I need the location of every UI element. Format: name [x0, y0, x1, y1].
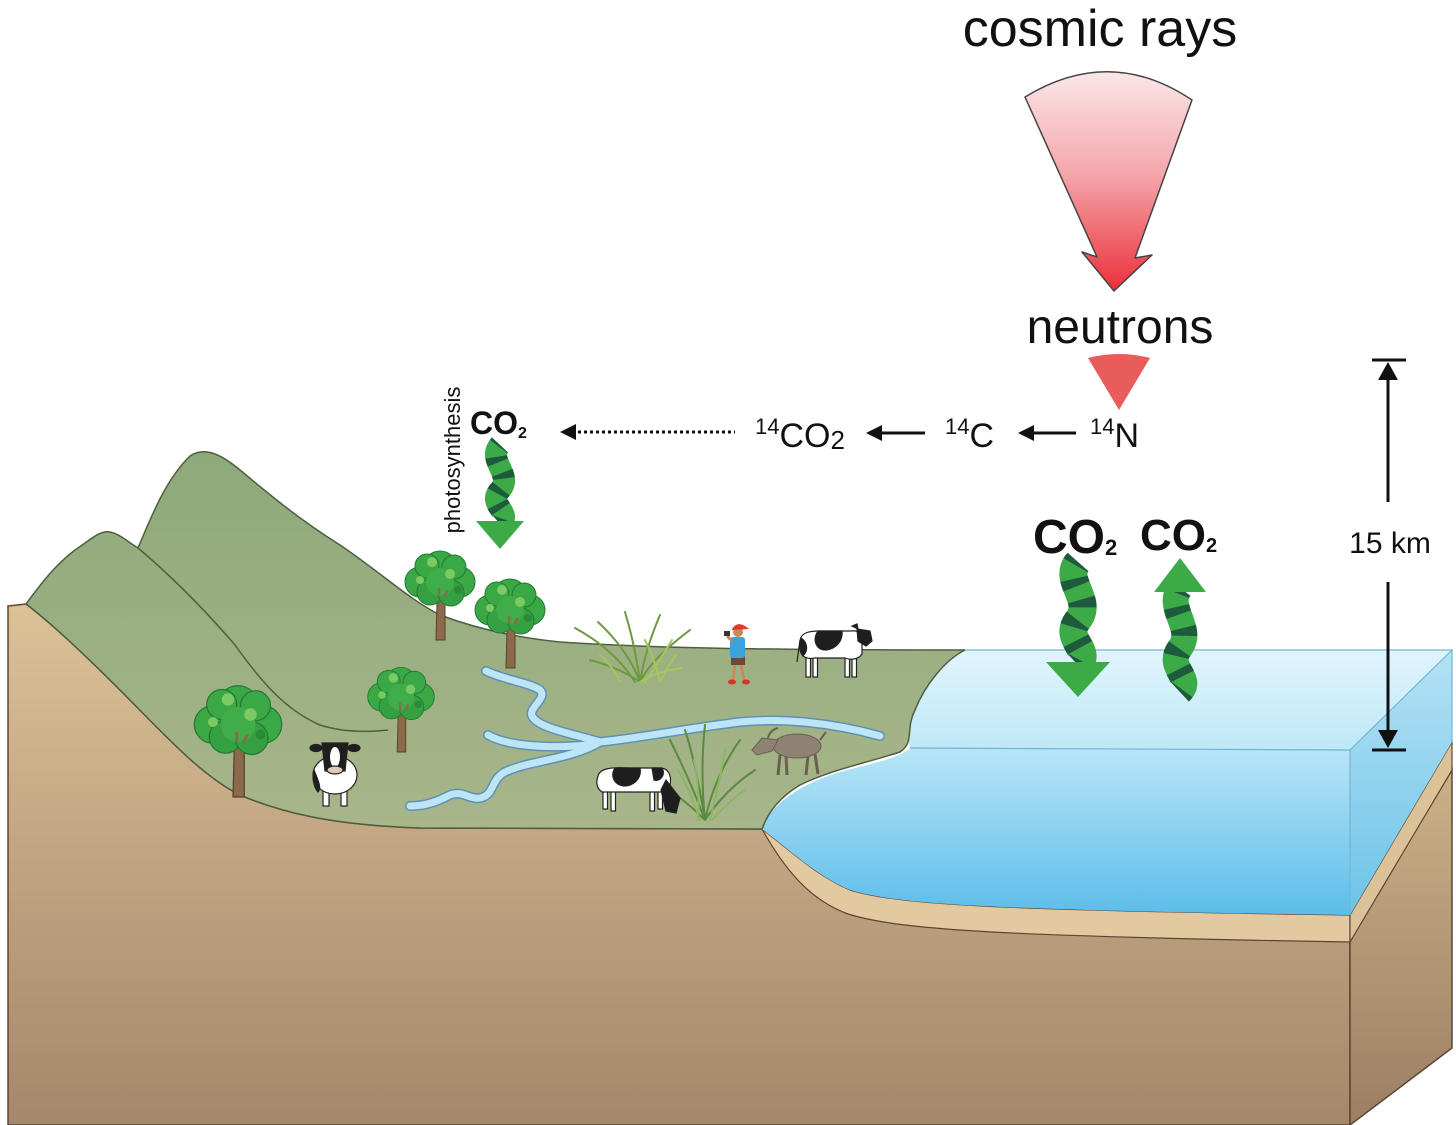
cow-face-blaze — [330, 747, 340, 767]
co2-ocean-release-label: CO2 — [1140, 511, 1217, 560]
cow — [796, 623, 873, 678]
scale-label: 15 km — [1349, 527, 1431, 560]
scale-arrow-up — [1378, 362, 1398, 380]
subscript: 2 — [1105, 535, 1117, 560]
cow-ear — [309, 743, 323, 753]
goat-tail — [819, 731, 827, 741]
person-shorts — [731, 656, 745, 665]
mass-number: 14 — [945, 414, 969, 439]
photosynthesis-label: photosynthesis — [440, 387, 465, 534]
river — [405, 666, 885, 811]
arrow-head — [476, 521, 524, 549]
carbon-dioxide-14-label: 14CO2 — [755, 414, 845, 455]
person-shoe — [728, 679, 736, 685]
neutrons-label: neutrons — [1027, 301, 1214, 354]
goat — [751, 727, 827, 776]
arrow-head — [1046, 662, 1110, 697]
nitrogen-14-label: 14N — [1090, 414, 1139, 455]
subscript: 2 — [830, 425, 844, 455]
arrow-shaft — [1059, 552, 1097, 676]
grass-blades — [574, 611, 691, 683]
cow — [309, 742, 361, 807]
person-camera — [724, 631, 730, 636]
arrow-carbon-to-co2 — [866, 425, 925, 441]
co2-ocean-uptake-label: CO2 — [1033, 511, 1117, 564]
person-cap — [732, 624, 749, 630]
cow-head — [856, 628, 873, 647]
person-shoe — [742, 679, 750, 685]
molecule-symbol: CO — [470, 405, 518, 441]
cosmic-rays-label: cosmic rays — [963, 0, 1237, 58]
cosmic-rays-arrow — [1024, 71, 1193, 292]
cow-muzzle — [326, 765, 344, 775]
river-water — [406, 667, 884, 810]
mass-number: 14 — [755, 414, 779, 439]
molecule-symbol: CO — [1140, 511, 1206, 560]
cow-head — [660, 778, 681, 814]
co2-photosynthesis-label: CO2 — [470, 405, 527, 442]
cow-patch — [612, 767, 641, 787]
element-symbol: C — [969, 417, 994, 455]
goat-horn — [767, 727, 779, 739]
grass-tuft — [667, 724, 756, 821]
ocean-uptake-arrow — [1046, 552, 1110, 697]
cow-patch — [814, 630, 843, 651]
arrow-head — [1154, 558, 1206, 592]
cow-ear — [347, 743, 361, 753]
grass-tuft — [574, 611, 691, 683]
goat-head — [751, 737, 779, 756]
carbon-14-label: 14C — [945, 414, 994, 455]
cow-patch — [799, 636, 808, 657]
molecule-symbol: CO — [779, 417, 830, 455]
neutron-arrow — [1088, 354, 1150, 410]
goat-leg — [776, 753, 820, 776]
cow-ear — [850, 623, 859, 631]
arrow-head — [866, 425, 882, 441]
landscape-block — [7, 451, 1454, 1125]
scale-arrow-down — [1378, 730, 1398, 748]
ocean-front-face — [762, 748, 1350, 915]
mountain-ridge — [137, 547, 389, 733]
scale-bar — [1372, 358, 1406, 752]
seafloor-layer-side — [1349, 739, 1453, 945]
subscript: 2 — [1206, 535, 1217, 557]
person-shirt — [730, 637, 745, 658]
person-leg — [731, 663, 746, 681]
arrow-shaft — [1162, 580, 1198, 702]
ocean-side-face — [1350, 650, 1452, 915]
photosynthesis-arrow — [476, 437, 524, 549]
cow-patch — [312, 768, 321, 793]
dotted-arrow-to-co2 — [560, 424, 735, 440]
ocean — [762, 649, 1454, 915]
cow-patch — [651, 767, 664, 781]
grass-blades — [677, 749, 746, 821]
mass-number: 14 — [1090, 414, 1114, 439]
goat-body — [772, 733, 822, 759]
person — [724, 624, 750, 685]
grass-blades — [667, 724, 756, 821]
ocean-surface — [908, 650, 1452, 750]
subscript: 2 — [518, 425, 527, 442]
arrow-head — [560, 424, 576, 440]
person-arm — [725, 634, 734, 643]
ocean-release-arrow — [1154, 558, 1206, 702]
arrow-stripes — [485, 437, 515, 533]
grass-blades — [599, 639, 683, 683]
element-symbol: N — [1114, 417, 1139, 455]
arrow-nitrogen-to-carbon — [1018, 425, 1076, 441]
arrow-head — [1018, 425, 1034, 441]
cow — [596, 767, 681, 814]
ocean-edges — [909, 649, 1454, 915]
